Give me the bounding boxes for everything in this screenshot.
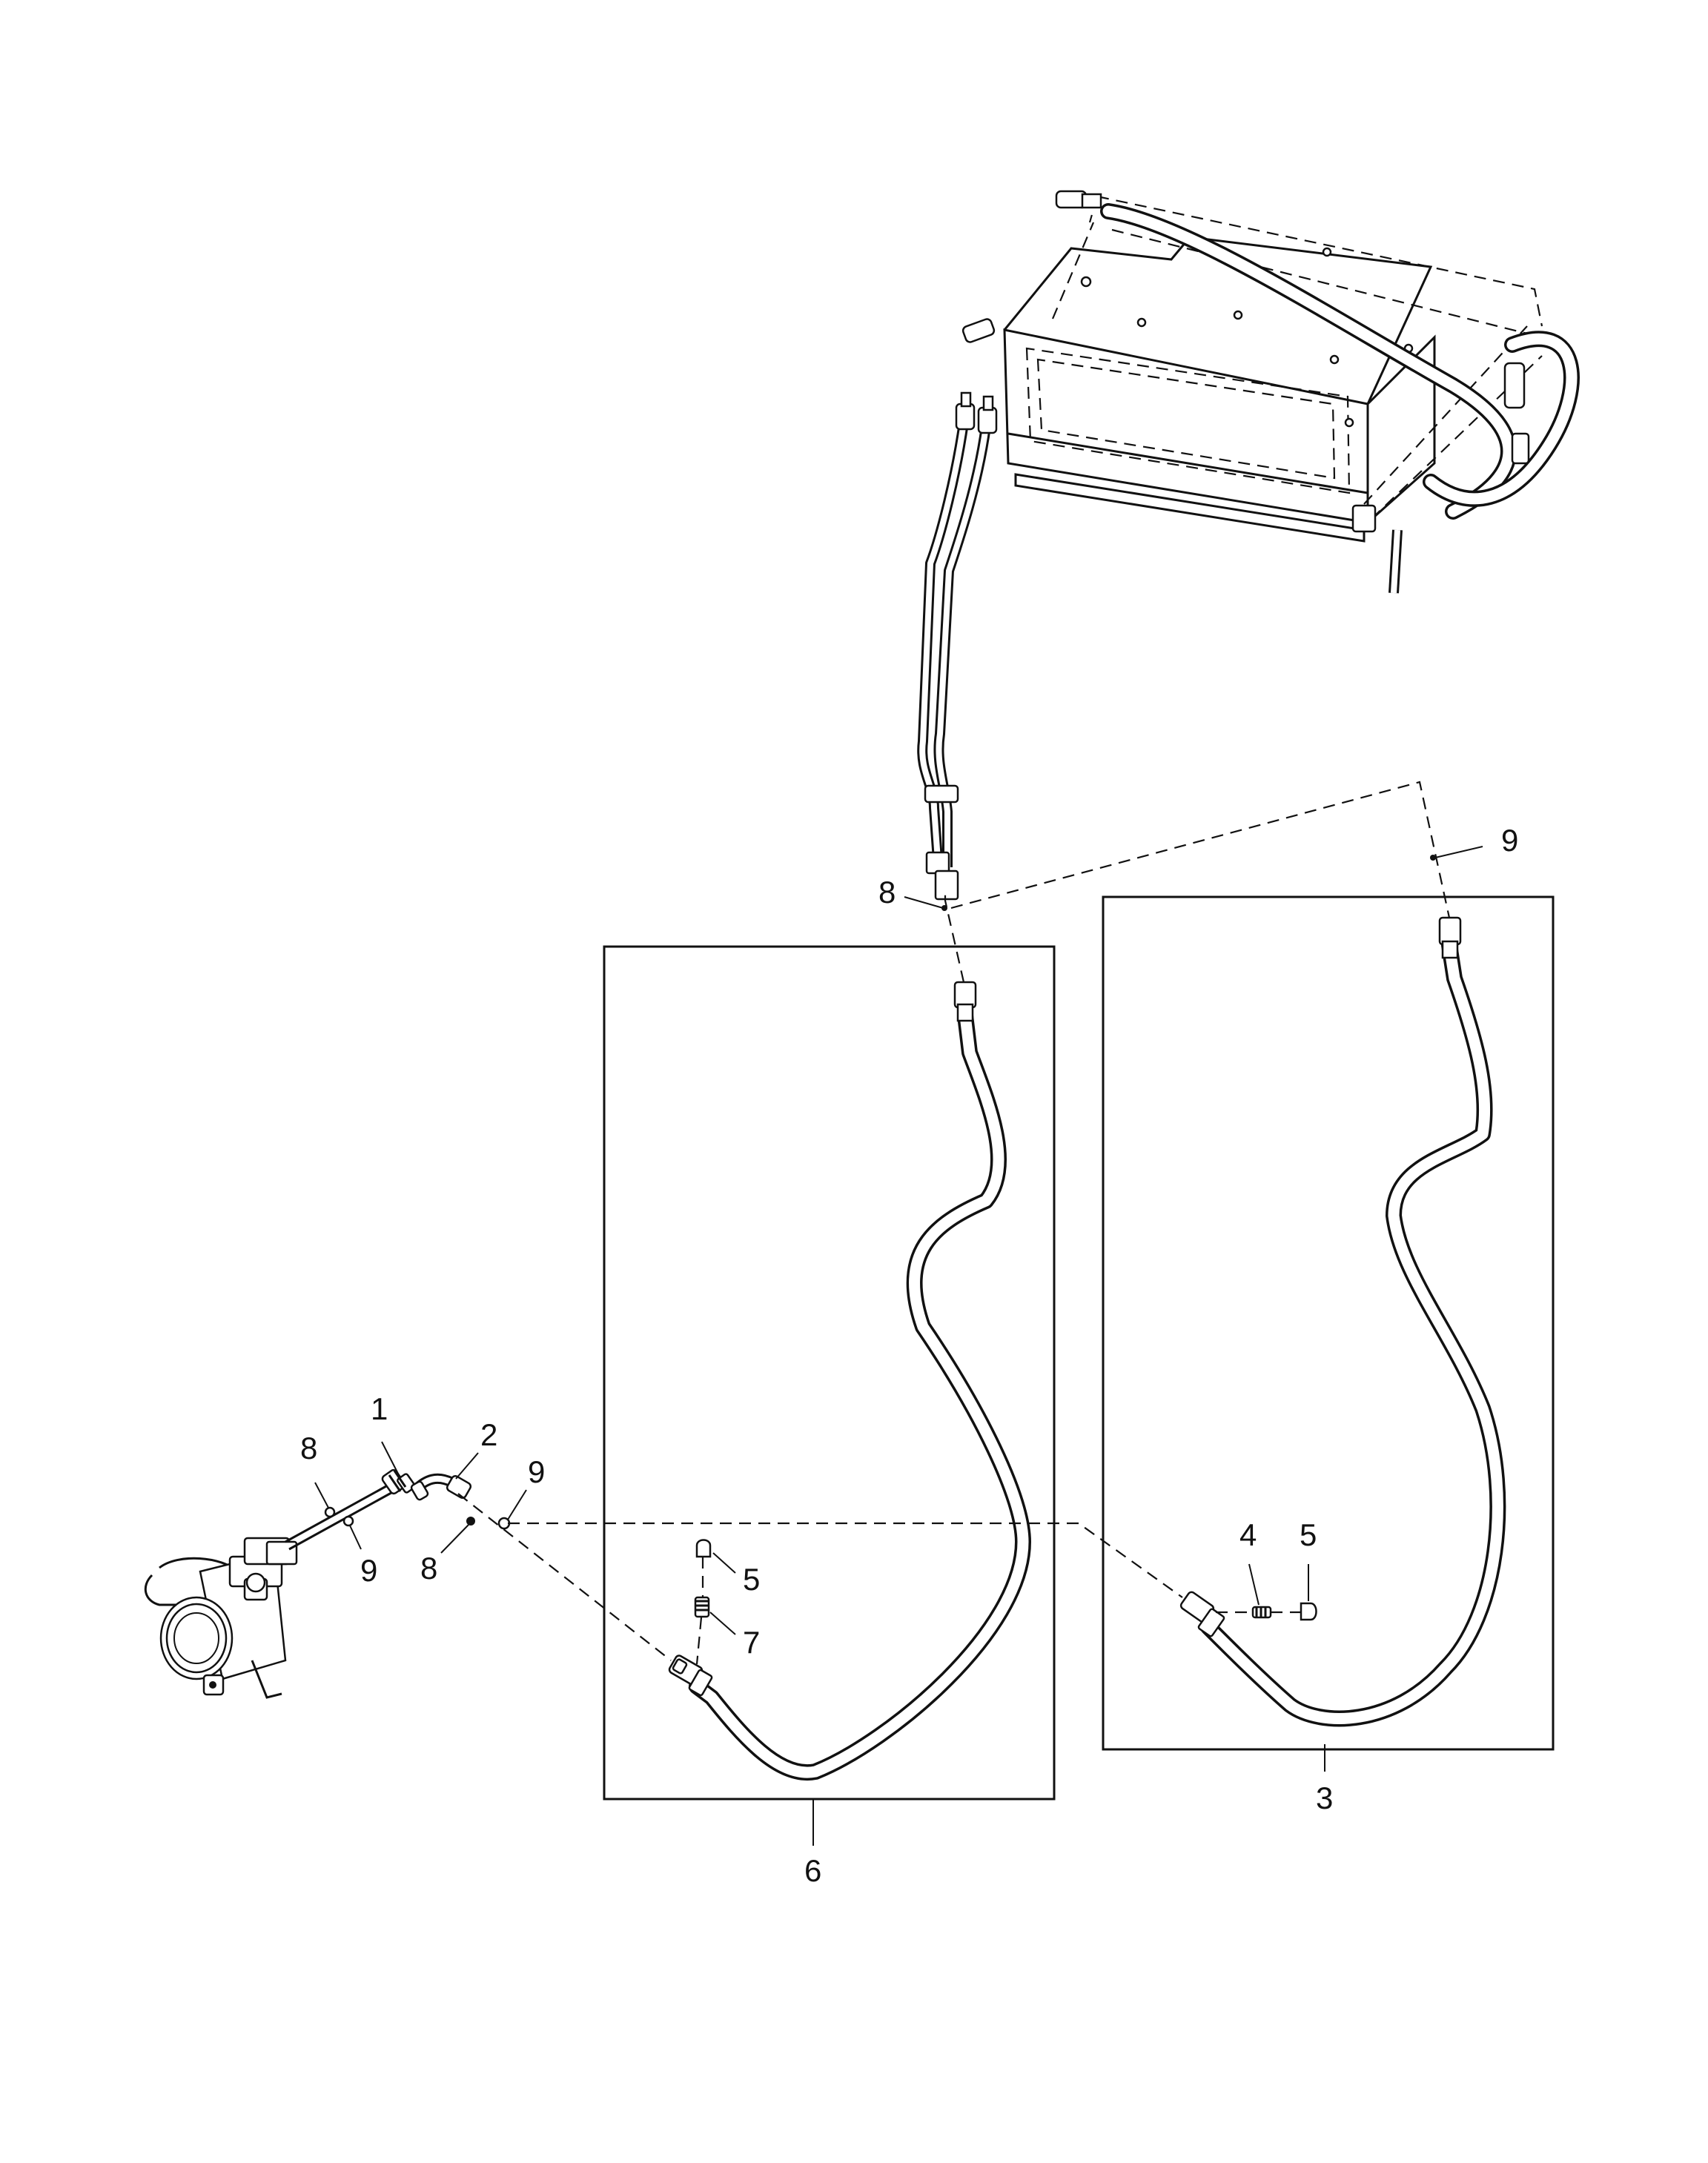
o-ring-8-mid	[466, 1517, 475, 1526]
cap-5-right	[1300, 1602, 1317, 1621]
fitting-2	[410, 1473, 472, 1501]
o-ring-9-left	[342, 1515, 354, 1527]
valve-core-7	[694, 1596, 710, 1618]
callout-8-left: 8	[300, 1431, 317, 1465]
condenser-pipes	[917, 391, 998, 901]
callout-9-left: 9	[360, 1553, 377, 1588]
callout-9-mid: 9	[528, 1454, 545, 1489]
o-ring-8-left	[324, 1506, 336, 1518]
callout-5-right: 5	[1300, 1517, 1317, 1552]
o-ring-9-top	[1430, 855, 1436, 861]
callout-1: 1	[371, 1391, 388, 1426]
callout-7: 7	[743, 1625, 760, 1660]
fitting-4	[1251, 1606, 1272, 1619]
assembly-box-3	[1102, 895, 1555, 1751]
callout-9-top: 9	[1501, 823, 1518, 858]
callout-3: 3	[1316, 1781, 1333, 1815]
hose3-top-nut	[1438, 916, 1462, 946]
callouts: 8 9 1 2 8 9 9 8 5 7 4 5 3 6	[300, 823, 1518, 1888]
callout-6: 6	[804, 1853, 821, 1888]
compressor-fittings	[285, 855, 1436, 1551]
hose-assembly-3	[1179, 916, 1506, 1727]
cap-5-left	[695, 1539, 712, 1558]
assembly-box-6	[603, 945, 1056, 1801]
callout-5-left: 5	[743, 1562, 760, 1597]
callout-8-top: 8	[878, 875, 896, 910]
callout-4: 4	[1239, 1517, 1257, 1552]
hose-assembly-6	[668, 981, 1031, 1781]
fitting-1	[381, 1468, 416, 1495]
condenser-unit	[961, 190, 1580, 594]
connection-lines	[457, 781, 1451, 1665]
callout-8-mid: 8	[420, 1551, 437, 1586]
compressor	[144, 1537, 298, 1699]
callout-2: 2	[480, 1417, 497, 1452]
leader-lines	[314, 846, 1483, 1846]
o-ring-9-mid	[497, 1517, 511, 1530]
